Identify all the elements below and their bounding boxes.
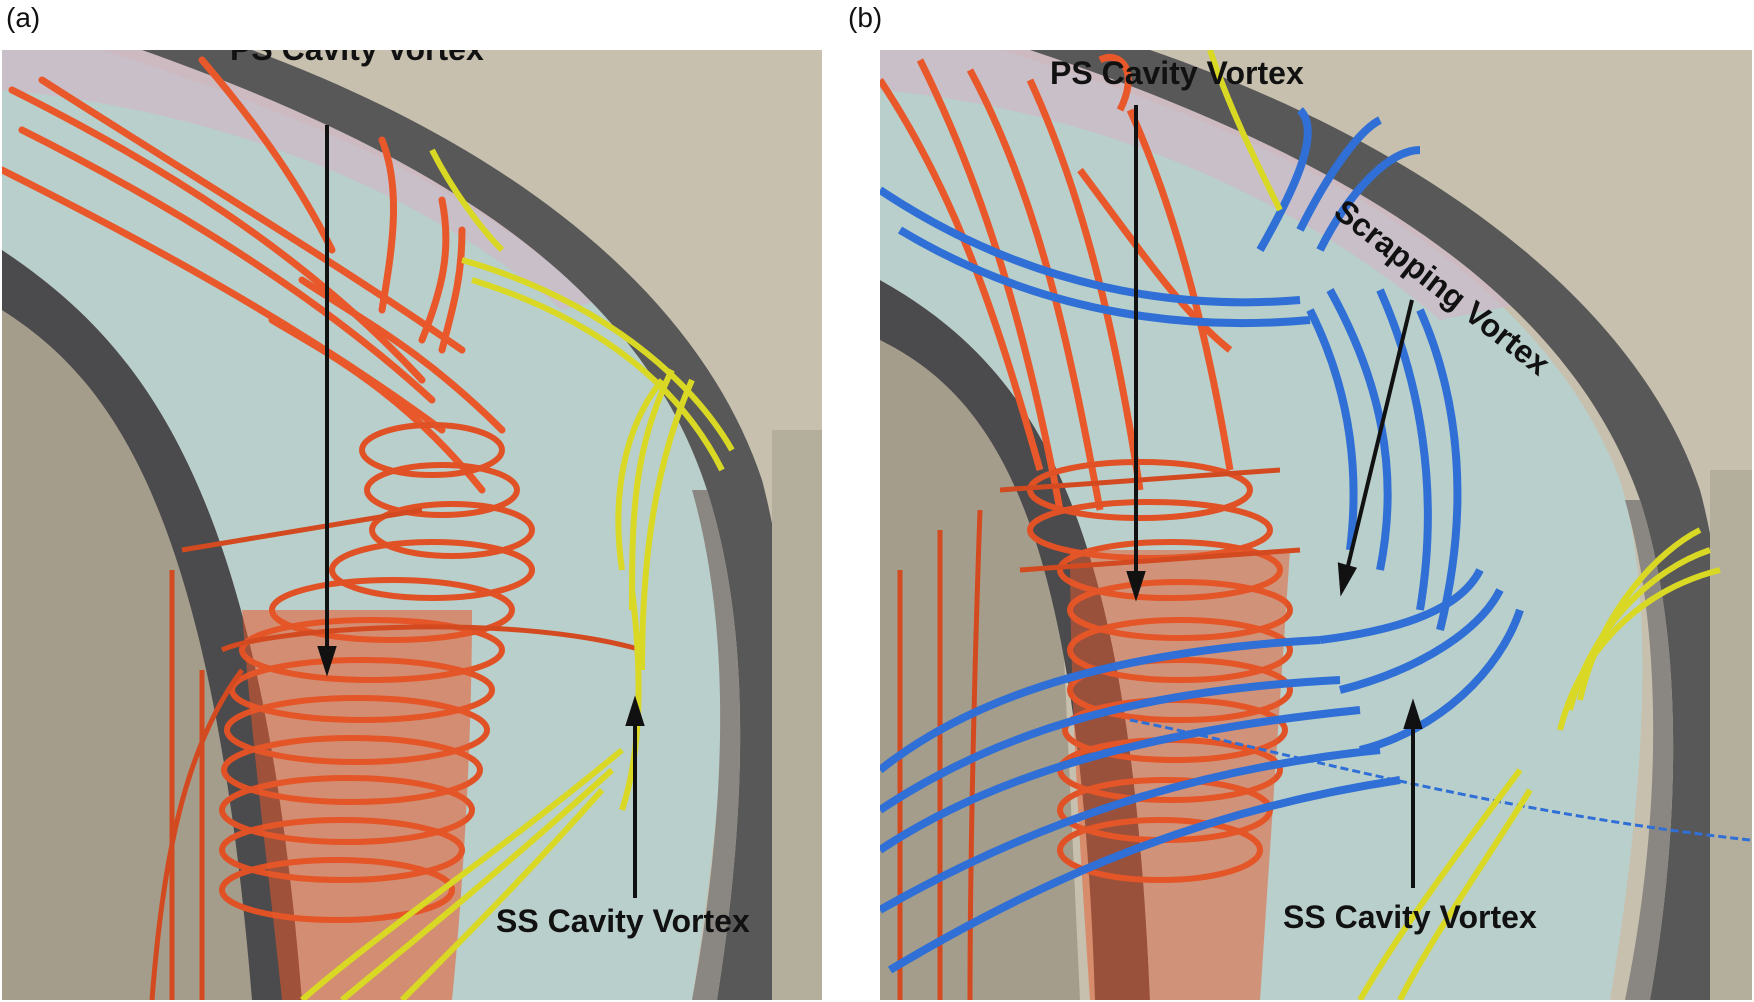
panel-b-svg: PS Cavity Vortex Scrapping Vortex SS Cav… xyxy=(880,50,1752,1000)
casing-edge xyxy=(1625,500,1674,1000)
ps-arrowhead-b xyxy=(1126,571,1146,602)
pink-surface xyxy=(2,50,642,310)
ps-label-a: PS Cavity Vortex xyxy=(230,50,484,67)
ps-vortex-ribbons xyxy=(2,56,506,494)
ss-arrowhead-a xyxy=(625,695,645,726)
panel-b-visualization: PS Cavity Vortex Scrapping Vortex SS Cav… xyxy=(880,50,1752,1000)
ps-vortex-tails xyxy=(149,507,643,1000)
panel-b-arrows xyxy=(1126,105,1423,888)
hub-shadow xyxy=(880,300,1080,1000)
ss-arrowhead-b xyxy=(1403,698,1423,729)
ps-vortex-fill xyxy=(1070,550,1290,1000)
ps-label-b: PS Cavity Vortex xyxy=(1050,55,1304,91)
ss-vortex-ribbons xyxy=(1207,50,1721,1000)
ps-vortex-fill xyxy=(242,610,472,1000)
ss-label-b: SS Cavity Vortex xyxy=(1283,899,1537,935)
ss-label-a: SS Cavity Vortex xyxy=(496,903,750,939)
panel-a-visualization: PS Cavity Vortex SS Cavity Vortex xyxy=(2,50,822,1000)
hub-shadow xyxy=(2,50,262,1000)
outer-casing xyxy=(142,50,790,1000)
panel-b-tag: (b) xyxy=(848,2,883,33)
scrapping-arrow-line-b xyxy=(1345,299,1414,571)
panel-a-arrows xyxy=(317,125,645,898)
right-wall xyxy=(1710,470,1752,1000)
ps-vortex-tails xyxy=(897,467,1301,1000)
ps-arrowhead-a xyxy=(317,646,337,677)
scrapping-vortex-tail xyxy=(1129,718,1751,842)
panel-a-svg: PS Cavity Vortex SS Cavity Vortex xyxy=(2,50,822,1000)
scrapping-vortex-ribbons xyxy=(880,107,1524,974)
casing-edge xyxy=(692,490,741,1000)
panel-a-tag: (a) xyxy=(6,2,41,33)
inner-casing-band xyxy=(2,250,302,1000)
scrapping-arrowhead-b xyxy=(1337,562,1358,597)
outer-casing xyxy=(1030,50,1728,1000)
right-wall xyxy=(772,430,822,1000)
